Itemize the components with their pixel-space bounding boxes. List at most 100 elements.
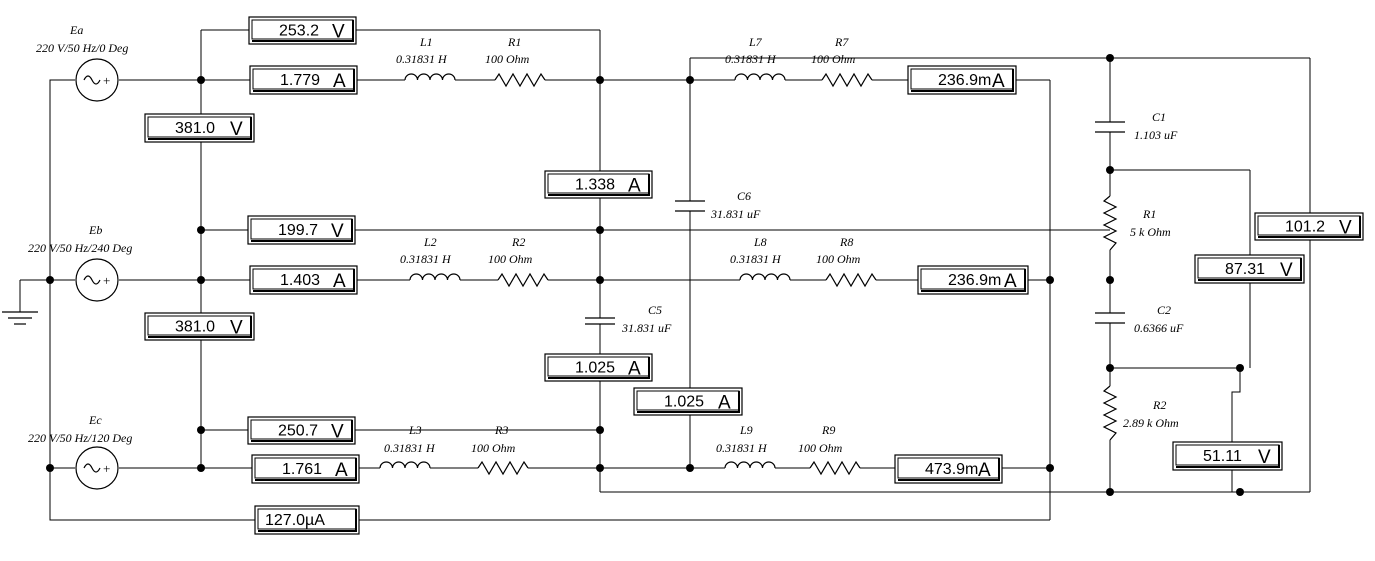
junction-dot [1106, 166, 1114, 174]
meter-reading: 101.2 [1285, 219, 1325, 236]
component-value: 100 Ohm [485, 52, 530, 66]
junction-dot [1106, 276, 1114, 284]
meter-unit: A [333, 71, 346, 92]
meter-unit: A [335, 460, 348, 481]
neutral-wire [49, 79, 255, 521]
meter-bevel [252, 20, 354, 42]
junction-dot [596, 76, 604, 84]
meter-reading: 253.2 [279, 23, 319, 40]
wire [1231, 368, 1241, 443]
component-name: R2 [511, 235, 525, 249]
junction-dot [596, 226, 604, 234]
component-value: 31.831 uF [621, 321, 672, 335]
component-value: 0.6366 uF [1134, 321, 1184, 335]
source-name: Ec [88, 413, 102, 427]
resistor-icon [1102, 195, 1118, 251]
junction-dot [1106, 488, 1114, 496]
meter-reading: 1.403 [280, 272, 320, 289]
component-name: R8 [839, 235, 853, 249]
junction-dot [596, 276, 604, 284]
meter-reading: 473.9m [925, 461, 978, 478]
source-ec: + Ec 220 V/50 Hz/120 Deg [28, 413, 132, 490]
meter-reading: 127.0µA [265, 512, 325, 529]
component-name: L1 [419, 35, 433, 49]
component-value: 31.831 uF [710, 207, 761, 221]
meter-reading: 51.11 [1203, 448, 1242, 465]
meter-unit: A [628, 359, 641, 380]
resistor-icon [825, 272, 877, 288]
ammeter-phase-a[interactable]: 1.779 A [249, 65, 358, 95]
junction-dot [1046, 276, 1054, 284]
ammeter-c5-branch[interactable]: 1.025 A [544, 353, 653, 382]
meter-unit: A [718, 393, 731, 414]
meter-unit: V [331, 422, 344, 443]
junction-dot [596, 464, 604, 472]
component-name: R2 [1152, 398, 1166, 412]
component-value: 1.103 uF [1134, 128, 1178, 142]
resistor-r9: R9 100 Ohm [798, 423, 861, 476]
voltmeter-ab[interactable]: 381.0 V [144, 113, 255, 143]
meter-reading: 250.7 [278, 423, 318, 440]
resistor-divider-r2: R2 2.89 k Ohm [1102, 385, 1179, 441]
meter-bevel [255, 458, 357, 481]
meter-bevel [1176, 445, 1280, 468]
meter-unit: V [1339, 218, 1352, 239]
inductor-l2: L2 0.31831 H [400, 235, 461, 281]
component-name: L2 [423, 235, 437, 249]
meter-reading: 381.0 [175, 120, 215, 137]
capacitor-c2: C2 0.6366 uF [1095, 303, 1184, 335]
component-name: L8 [753, 235, 767, 249]
ground-icon [2, 311, 38, 325]
junction-dot [1106, 54, 1114, 62]
component-name: R9 [821, 423, 835, 437]
component-value: 0.31831 H [725, 52, 777, 66]
meter-bevel [258, 509, 357, 532]
ammeter-neutral[interactable]: 127.0µA [254, 505, 360, 535]
meter-bevel [148, 117, 252, 140]
capacitor-c1: C1 1.103 uF [1095, 110, 1178, 142]
inductor-l9: L9 0.31831 H [716, 423, 776, 469]
meter-reading: 236.9m [948, 272, 1001, 289]
meter-reading: 1.779 [280, 72, 320, 89]
plus-sign: + [103, 73, 110, 88]
voltmeter-phase-c[interactable]: 250.7 V [247, 416, 356, 445]
meter-reading: 381.0 [175, 319, 215, 336]
junction-dot [1046, 464, 1054, 472]
voltmeter-divider-total[interactable]: 101.2 V [1254, 212, 1364, 241]
junction-dot [686, 76, 694, 84]
junction-dot [1106, 364, 1114, 372]
meter-unit: V [230, 119, 243, 140]
plus-sign: + [103, 461, 110, 476]
resistor-icon [1102, 385, 1118, 441]
voltmeter-phase-b[interactable]: 199.7 V [247, 215, 356, 245]
inductor-l8: L8 0.31831 H [730, 235, 791, 281]
ac-source-icon [75, 446, 119, 490]
component-value: 100 Ohm [798, 441, 843, 455]
junction-dot [596, 426, 604, 434]
capacitor-c5: C5 31.831 uF [585, 303, 672, 335]
meter-unit: V [331, 221, 344, 242]
meter-bevel [148, 316, 252, 338]
meter-bevel [253, 69, 355, 92]
meter-reading: 199.7 [278, 222, 318, 239]
junction-dot [1236, 364, 1244, 372]
inductor-icon [409, 273, 461, 281]
component-value: 5 k Ohm [1130, 225, 1171, 239]
meter-bevel [251, 219, 353, 242]
plus-sign: + [103, 273, 110, 288]
component-name: L7 [748, 35, 763, 49]
component-value: 2.89 k Ohm [1123, 416, 1179, 430]
meter-reading: 1.025 [575, 360, 615, 377]
